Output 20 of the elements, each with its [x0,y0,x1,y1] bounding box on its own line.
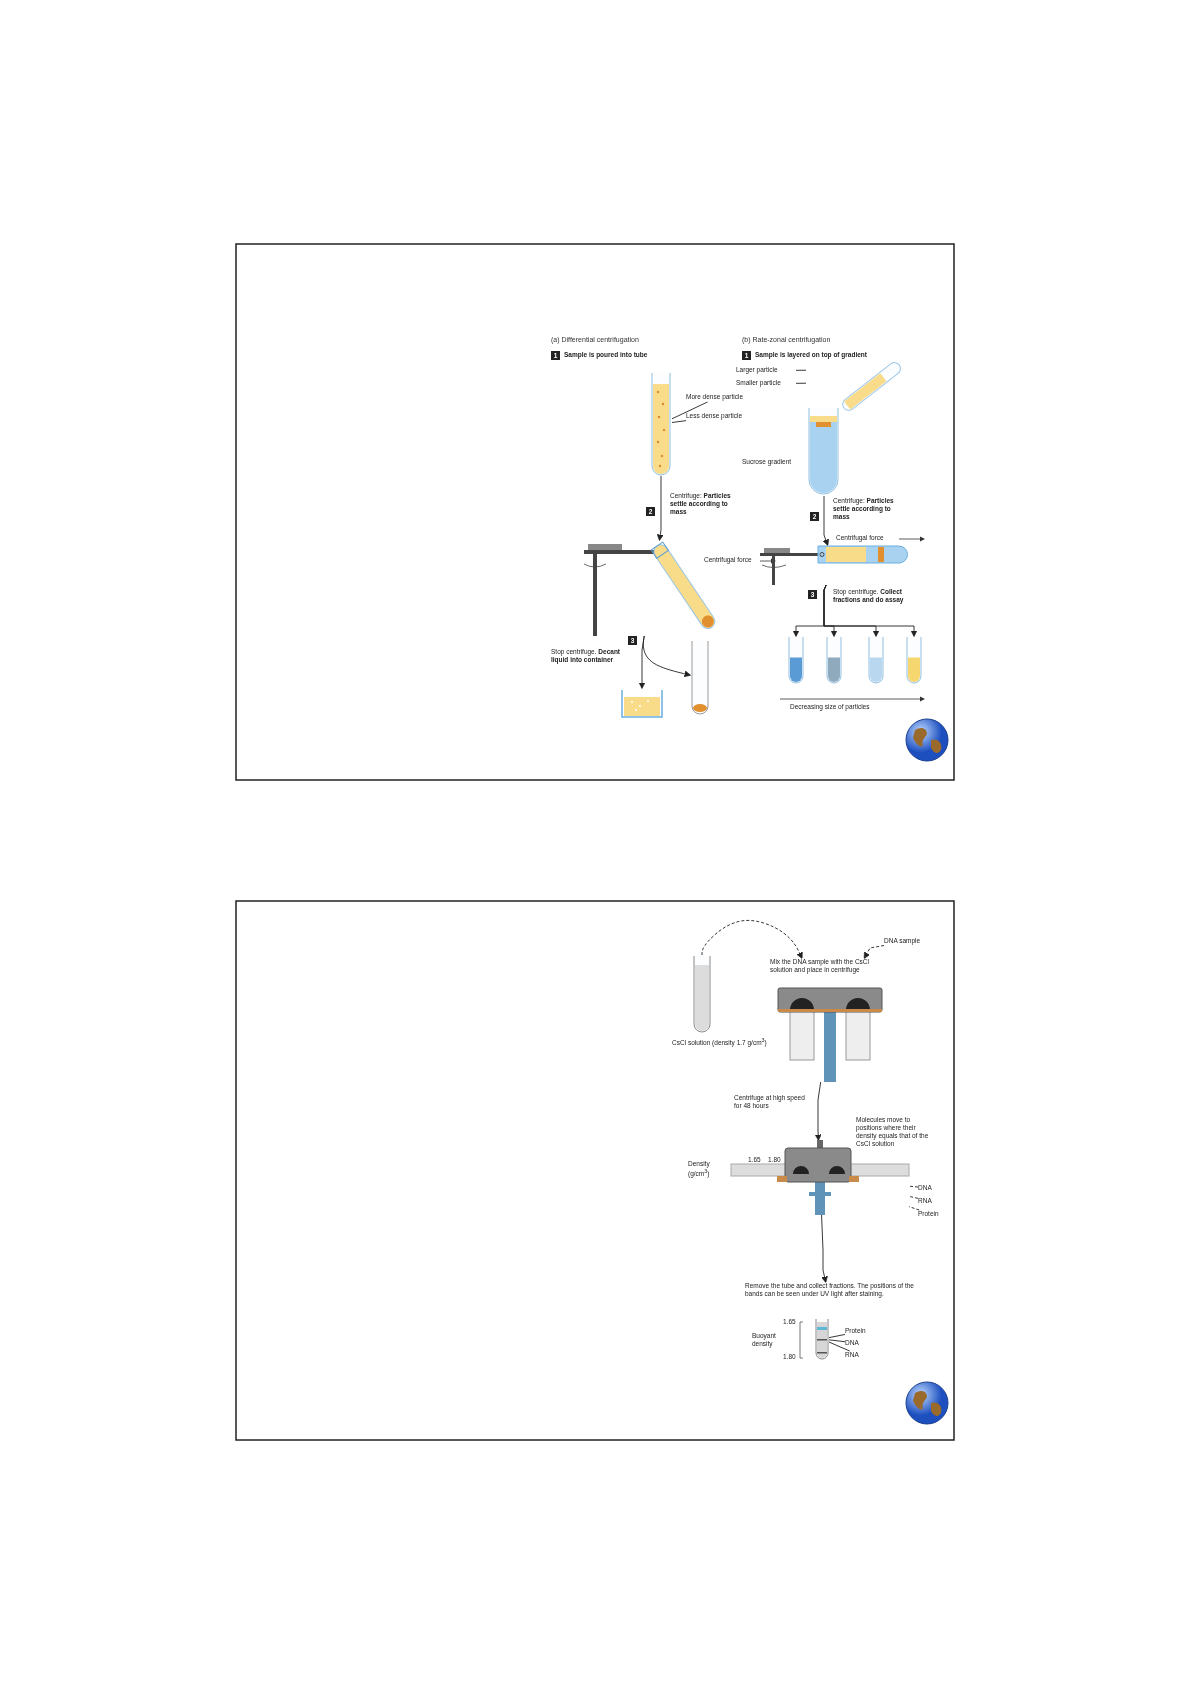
test-tube-drawing [868,636,884,684]
leader-line [828,1341,851,1352]
test-tube-drawing [906,636,922,684]
test-tube-drawing [650,372,672,476]
leader-line [908,1195,919,1199]
test-tube-drawing [690,640,710,715]
leader-line [908,1206,920,1211]
leader-line [795,369,807,371]
leader-line [795,382,807,384]
test-tube-drawing [826,636,842,684]
test-tube-drawing [815,1318,829,1360]
test-tube-drawing [788,636,804,684]
leader-line [828,1334,846,1339]
centrifuge-drawing [760,545,910,585]
centrifuge-rotor-drawing [731,1140,909,1215]
leader-line [908,1185,919,1188]
leader-line [671,420,687,423]
leader-line [828,1339,846,1343]
leader-line [671,401,708,420]
beaker-drawing [620,688,664,718]
